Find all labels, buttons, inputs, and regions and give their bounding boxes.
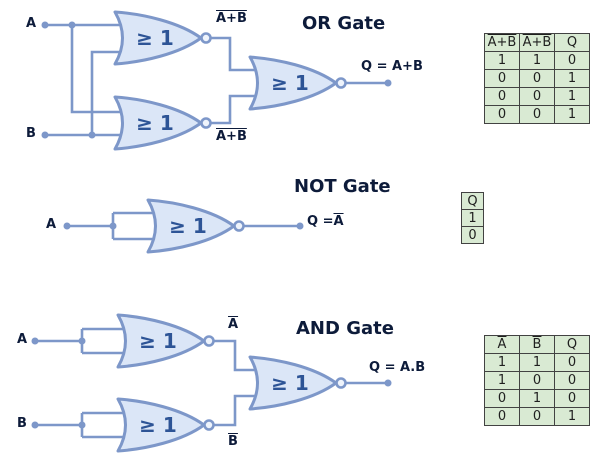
table-header-cell: Q: [554, 335, 590, 354]
or-input-a-label: A: [26, 16, 37, 31]
table-cell: 0: [519, 87, 555, 106]
table-header-cell: B: [519, 335, 555, 354]
nor-gate-not: ≥ 1: [146, 198, 245, 254]
table-header-cell: A: [484, 335, 520, 354]
table-row: 0 0 1: [484, 69, 590, 88]
not-gate-title: NOT Gate: [294, 176, 391, 197]
table-header-cell: A+B: [484, 33, 520, 52]
table-cell: 1: [484, 51, 520, 70]
and-input-b-label: B: [17, 416, 27, 431]
gate-symbol: ≥ 1: [169, 214, 207, 238]
or-truth-table: A+B A+B Q 1 1 0 0 0 1 0 0 1 0 0 1: [484, 33, 590, 124]
not-truth-table: Q 1 0: [461, 192, 484, 244]
table-cell: 0: [554, 353, 590, 372]
table-row: 1 0 0: [484, 371, 590, 390]
table-row: 1: [461, 209, 484, 227]
table-header-row: A B Q: [484, 335, 590, 354]
table-cell: 0: [519, 105, 555, 124]
table-cell: 0: [519, 407, 555, 426]
not-input-a-label: A: [46, 217, 57, 232]
gate-symbol: ≥ 1: [271, 71, 309, 95]
table-cell: 0: [484, 105, 520, 124]
table-header-cell: Q: [554, 33, 590, 52]
table-cell: 0: [484, 407, 520, 426]
nor-gate-and-bottom: ≥ 1: [116, 397, 215, 453]
table-cell: 0: [554, 371, 590, 390]
and-input-a-label: A: [17, 332, 28, 347]
nor-gate-and-top: ≥ 1: [116, 313, 215, 369]
table-cell: 1: [554, 105, 590, 124]
table-cell: 0: [484, 87, 520, 106]
or-mid-bottom-label: A+B: [216, 129, 247, 144]
table-row: 0 0 1: [484, 105, 590, 124]
and-truth-table: A B Q 1 1 0 1 0 0 0 1 0 0 0 1: [484, 335, 590, 426]
table-header-row: Q: [461, 192, 484, 210]
gate-symbol: ≥ 1: [136, 26, 174, 50]
nor-gate-and-final: ≥ 1: [248, 355, 347, 411]
table-header-cell: Q: [461, 192, 484, 210]
or-section-wires: [45, 23, 388, 137]
table-row: 0 0 1: [484, 87, 590, 106]
table-row: 0: [461, 226, 484, 244]
nor-gate-or-bottom: ≥ 1: [113, 95, 212, 151]
gate-symbol: ≥ 1: [139, 329, 177, 353]
table-cell: 1: [461, 209, 484, 227]
table-row: 1 1 0: [484, 51, 590, 70]
table-cell: 0: [519, 69, 555, 88]
table-cell: 0: [554, 51, 590, 70]
junction-dots: [31, 21, 392, 429]
nor-gate-or-top: ≥ 1: [113, 10, 212, 66]
table-header-cell: A+B: [519, 33, 555, 52]
gate-symbol: ≥ 1: [136, 111, 174, 135]
and-output-label: Q = A.B: [369, 360, 426, 375]
table-cell: 0: [484, 69, 520, 88]
and-mid-top-label: A: [228, 317, 239, 332]
table-cell: 1: [519, 389, 555, 408]
table-row: 0 0 1: [484, 407, 590, 426]
gate-symbol: ≥ 1: [271, 371, 309, 395]
table-cell: 1: [554, 69, 590, 88]
and-mid-bottom-label: B: [228, 434, 238, 449]
table-cell: 0: [554, 389, 590, 408]
table-row: 0 1 0: [484, 389, 590, 408]
or-output-label: Q = A+B: [361, 59, 423, 74]
table-cell: 1: [484, 353, 520, 372]
gate-symbol: ≥ 1: [139, 413, 177, 437]
table-cell: 1: [519, 353, 555, 372]
table-cell: 0: [484, 389, 520, 408]
table-row: 1 1 0: [484, 353, 590, 372]
or-mid-top-label: A+B: [216, 11, 247, 26]
table-header-row: A+B A+B Q: [484, 33, 590, 52]
not-output-var: A: [333, 214, 344, 229]
not-output-label: Q =A: [307, 214, 344, 229]
not-output-prefix: Q =: [307, 214, 334, 229]
table-cell: 0: [519, 371, 555, 390]
table-cell: 1: [484, 371, 520, 390]
table-cell: 1: [554, 407, 590, 426]
table-cell: 1: [554, 87, 590, 106]
or-input-b-label: B: [26, 126, 36, 141]
nor-gate-or-final: ≥ 1: [248, 55, 347, 111]
or-gate-title: OR Gate: [302, 13, 386, 34]
and-gate-title: AND Gate: [296, 318, 394, 339]
table-cell: 0: [461, 226, 484, 244]
table-cell: 1: [519, 51, 555, 70]
